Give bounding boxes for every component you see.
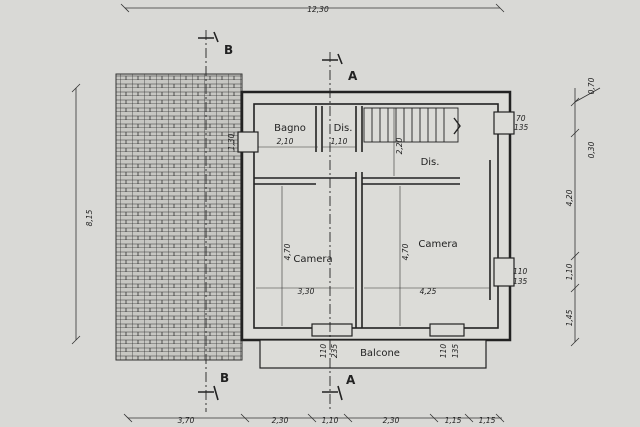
- tag-balcony-window-a: 110: [439, 344, 448, 359]
- window-marks: [237, 111, 515, 337]
- top-total-dimension: 12,30: [307, 5, 329, 14]
- window-tag-labels: 1,30 70 135 110 135 110 235 110 135: [227, 114, 529, 358]
- dim-stair-depth: 2,20: [395, 137, 404, 154]
- bottom-dimension-labels: 3,70 2,30 1,10 2,30 1,15 1,15: [178, 416, 496, 425]
- bottom-dim-3: 1,10: [322, 416, 339, 425]
- room-label-dis-large: Dis.: [421, 157, 440, 168]
- interior-dimension-labels: 2,10 1,10 2,20 3,30 4,25 4,70 4,70: [277, 137, 437, 296]
- dim-camera-left-height: 4,70: [283, 243, 292, 260]
- bottom-dim-4: 2,30: [383, 416, 400, 425]
- right-dimension-line: [570, 87, 601, 347]
- left-height-dimension: 8,15: [85, 209, 94, 226]
- section-lines: [205, 30, 331, 412]
- right-dim-5: 1,45: [565, 309, 574, 326]
- tag-right-top-a: 70: [516, 114, 526, 123]
- bottom-dim-2: 2,30: [272, 416, 289, 425]
- right-dim-1: 0,70: [587, 77, 596, 94]
- right-dim-3: 4,20: [565, 189, 574, 206]
- dim-camera-right-height: 4,70: [401, 243, 410, 260]
- room-label-camera-right: Camera: [418, 239, 457, 250]
- section-arrows: [198, 31, 343, 401]
- room-labels: Bagno Dis. Dis. Camera Camera Balcone: [274, 123, 458, 359]
- dim-dis-width: 1,10: [331, 137, 348, 146]
- tag-balcony-door-a: 110: [319, 344, 328, 359]
- right-dim-2: 0,30: [587, 141, 596, 158]
- dim-camera-left-width: 3,30: [298, 287, 315, 296]
- tag-left-wall: 1,30: [227, 133, 236, 150]
- right-dim-4: 1,10: [565, 263, 574, 280]
- section-b-top-label: B: [224, 43, 233, 57]
- room-label-bagno: Bagno: [274, 123, 306, 134]
- dim-camera-right-width: 4,25: [420, 287, 437, 296]
- tag-right-mid-b: 135: [513, 277, 528, 286]
- room-label-balcone: Balcone: [360, 348, 400, 359]
- staircase: [363, 107, 461, 143]
- top-dimension-line: [120, 3, 505, 13]
- bottom-dim-5: 1,15: [445, 416, 462, 425]
- outer-walls: [240, 90, 512, 342]
- left-dimension-line: [71, 83, 81, 345]
- section-a-bottom-label: A: [346, 373, 356, 387]
- bottom-dimension-line: [123, 413, 505, 423]
- dim-bagno-width: 2,10: [277, 137, 294, 146]
- section-a-top-label: A: [348, 69, 358, 83]
- bottom-dim-6: 1,15: [479, 416, 496, 425]
- right-dimension-labels: 0,70 0,30 4,20 1,10 1,45: [565, 77, 596, 326]
- room-label-camera-left: Camera: [293, 254, 332, 265]
- balcony: [259, 339, 487, 369]
- tiled-roof: [115, 73, 243, 361]
- tag-balcony-window-b: 135: [451, 344, 460, 359]
- tag-balcony-door-b: 235: [330, 344, 339, 359]
- section-b-bottom-label: B: [220, 371, 229, 385]
- interior-walls: [254, 106, 491, 328]
- inner-dimension-lines: [256, 108, 490, 326]
- tag-right-mid-a: 110: [513, 267, 528, 276]
- tag-right-top-b: 135: [514, 123, 529, 132]
- bottom-dim-1: 3,70: [178, 416, 195, 425]
- room-label-dis-small: Dis.: [334, 123, 353, 134]
